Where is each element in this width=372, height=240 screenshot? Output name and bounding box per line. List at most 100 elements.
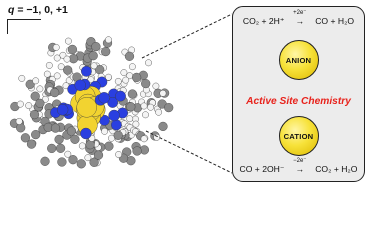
hydrogen-atom — [53, 54, 61, 62]
carbon-atom — [70, 134, 80, 144]
nanocluster-model — [9, 36, 174, 169]
hydrogen-atom — [64, 150, 72, 158]
ligand-shell — [9, 36, 174, 169]
nitrogen-atom — [56, 104, 69, 116]
hydrogen-atom — [126, 115, 134, 123]
carbon-atom — [101, 47, 111, 57]
hydrogen-atom — [140, 135, 148, 143]
oxidation-equation: CO + 2OH⁻ →−2e⁻ CO₂ + H₂O — [233, 158, 364, 175]
carbon-atom — [91, 42, 101, 52]
carbon-atom — [141, 78, 151, 89]
charge-bracket — [7, 19, 41, 34]
hydrogen-atom — [53, 72, 61, 80]
hydrogen-atom — [105, 73, 112, 81]
reduction-electrons: +2e⁻ — [293, 10, 307, 16]
hydrogen-atom — [57, 63, 65, 71]
hydrogen-atom — [101, 127, 109, 135]
hydrogen-atom — [159, 89, 167, 97]
carbon-atom — [127, 89, 138, 99]
hydrogen-atom — [45, 62, 53, 69]
hydrogen-atom — [78, 142, 86, 150]
carbon-atom — [158, 121, 168, 132]
carbon-atom — [50, 87, 60, 98]
charge-values: = −1, 0, +1 — [14, 4, 68, 16]
carbon-atom — [29, 109, 40, 120]
nitrogen-atom — [74, 79, 86, 91]
carbon-atom — [35, 98, 45, 108]
carbon-atom — [126, 102, 136, 112]
hydrogen-atom — [129, 63, 136, 71]
oxidation-arrow: →−2e⁻ — [289, 158, 311, 174]
panel-title: Active Site Chemistry — [246, 96, 351, 107]
hydrogen-atom — [147, 103, 155, 111]
hydrogen-atom — [105, 36, 112, 44]
hydrogen-atom — [43, 70, 51, 78]
hydrogen-atom — [90, 62, 98, 70]
carbon-atom — [20, 133, 31, 143]
hydrogen-atom — [36, 85, 44, 93]
hydrogen-atom — [145, 59, 152, 67]
hydrogen-atom — [63, 55, 71, 63]
carbon-atom — [40, 156, 50, 166]
hydrogen-atom — [140, 102, 148, 110]
reduction-equation: CO₂ + 2H⁺ →+2e⁻ CO + H₂O — [233, 10, 364, 27]
hydrogen-atom — [65, 37, 72, 45]
hydrogen-atom — [155, 108, 163, 116]
hydrogen-atom — [16, 100, 24, 108]
carbon-atom — [88, 51, 98, 61]
hydrogen-atom — [15, 118, 23, 125]
connector-lines — [141, 13, 233, 174]
hydrogen-atom — [52, 43, 60, 51]
carbon-atom — [164, 102, 174, 113]
hydrogen-atom — [122, 76, 130, 84]
nitrogen-atom — [98, 92, 110, 104]
gold-atom — [76, 97, 97, 118]
cation-sphere: CATION — [278, 116, 319, 156]
nitrogen-atom — [115, 90, 126, 102]
charge-symbol: q — [8, 4, 15, 16]
charge-label: q = −1, 0, +1 — [8, 4, 68, 16]
carbon-atom — [76, 159, 86, 169]
hydrogen-atom — [84, 154, 92, 162]
carbon-atom — [63, 65, 73, 75]
carbon-atom — [25, 79, 35, 89]
carbon-atom — [124, 51, 135, 61]
carbon-atom — [47, 143, 57, 154]
hydrogen-atom — [18, 75, 26, 82]
reduction-arrow: →+2e⁻ — [289, 10, 311, 26]
nitrogen-atom — [108, 109, 120, 122]
nitrogen-atom — [80, 127, 92, 140]
active-site-panel: CO₂ + 2H⁺ →+2e⁻ CO + H₂O ANION Active Si… — [232, 6, 365, 182]
carbon-atom — [132, 72, 142, 83]
carbon-atom — [31, 129, 41, 140]
carbon-atom — [57, 157, 67, 167]
carbon-atom — [89, 157, 99, 167]
cation-label: CATION — [283, 131, 314, 141]
carbon-atom — [26, 139, 37, 149]
oxidation-reactants: CO + 2OH⁻ — [239, 164, 285, 174]
nitrogen-atom — [81, 65, 92, 77]
oxidation-products: CO₂ + H₂O — [315, 164, 358, 174]
anion-sphere: ANION — [278, 40, 319, 80]
carbon-atom — [132, 146, 142, 156]
cluster-core — [56, 78, 120, 140]
anion-label: ANION — [285, 55, 312, 65]
carbon-atom — [30, 91, 40, 101]
carbon-atom — [113, 130, 123, 140]
hydrogen-atom — [115, 151, 123, 158]
oxidation-electrons: −2e⁻ — [293, 158, 307, 164]
carbon-atom — [68, 155, 78, 165]
hydrogen-atom — [32, 77, 40, 85]
carbon-atom — [66, 126, 77, 136]
carbon-atom — [67, 44, 78, 55]
hydrogen-atom — [114, 78, 122, 85]
carbon-atom — [50, 123, 61, 133]
hydrogen-atom — [132, 120, 140, 128]
hydrogen-atom — [120, 69, 128, 76]
hydrogen-atom — [142, 111, 149, 119]
reduction-reactants: CO₂ + 2H⁺ — [242, 16, 285, 26]
hydrogen-atom — [25, 102, 33, 110]
carbon-atom — [93, 150, 104, 160]
carbon-atom — [54, 134, 64, 145]
reduction-products: CO + H₂O — [315, 16, 355, 26]
